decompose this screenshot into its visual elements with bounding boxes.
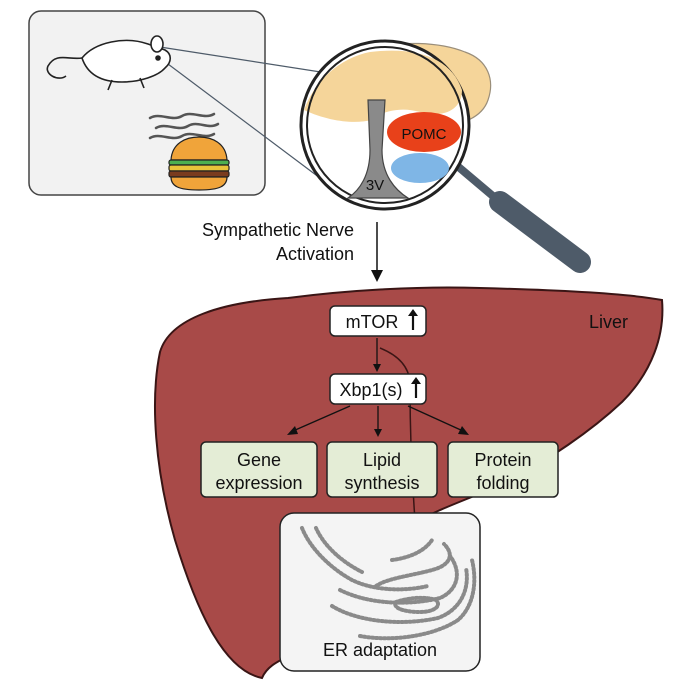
magnifier-neck [452,160,503,206]
hamburger-icon [168,136,230,191]
lipid-label-line2: synthesis [344,473,419,493]
steam-icon [148,112,220,140]
mtor-box [329,305,427,337]
liver-label: Liver [589,312,628,332]
gene-expression-box [200,441,318,498]
protein-label-line1: Protein [474,450,531,470]
mtor-label: mTOR [346,312,399,332]
up-arrow-icon [408,309,418,330]
pomc-region [387,112,461,152]
mtor-xbp1-arrowhead [373,364,381,372]
mouse-icon [46,35,172,91]
er-adaptation-label: ER adaptation [323,640,437,660]
nerve-arrowhead [371,270,383,282]
xbp1-gene-arrow [292,405,351,432]
mouse-panel [28,10,266,196]
protein-label-line2: folding [476,473,529,493]
lipid-synthesis-box [326,441,438,498]
up-arrow-icon [411,377,421,398]
xbp1-box [329,373,427,405]
third-ventricle-shape [346,99,411,199]
xbp1-lipid-arrowhead [374,429,382,437]
lipid-label-line1: Lipid [363,450,401,470]
pomc-label: POMC [402,126,447,143]
er-organelle-icon [300,526,477,641]
gene-label-line1: Gene [237,450,281,470]
third-ventricle-label: 3V [366,177,384,194]
gene-label-line2: expression [215,473,302,493]
xbp1-protein-arrow [407,405,464,432]
nerve-label-line2: Activation [276,244,354,264]
xbp1-gene-arrowhead [287,426,298,435]
xbp1-label: Xbp1(s) [339,380,402,400]
connector-line-bottom [159,57,321,179]
protein-folding-box [447,441,559,498]
nerve-label-line1: Sympathetic Nerve [202,220,354,240]
xbp1-protein-arrowhead [458,426,469,435]
magnifier-handle [489,191,591,273]
secondary-neuron-region [391,153,449,183]
